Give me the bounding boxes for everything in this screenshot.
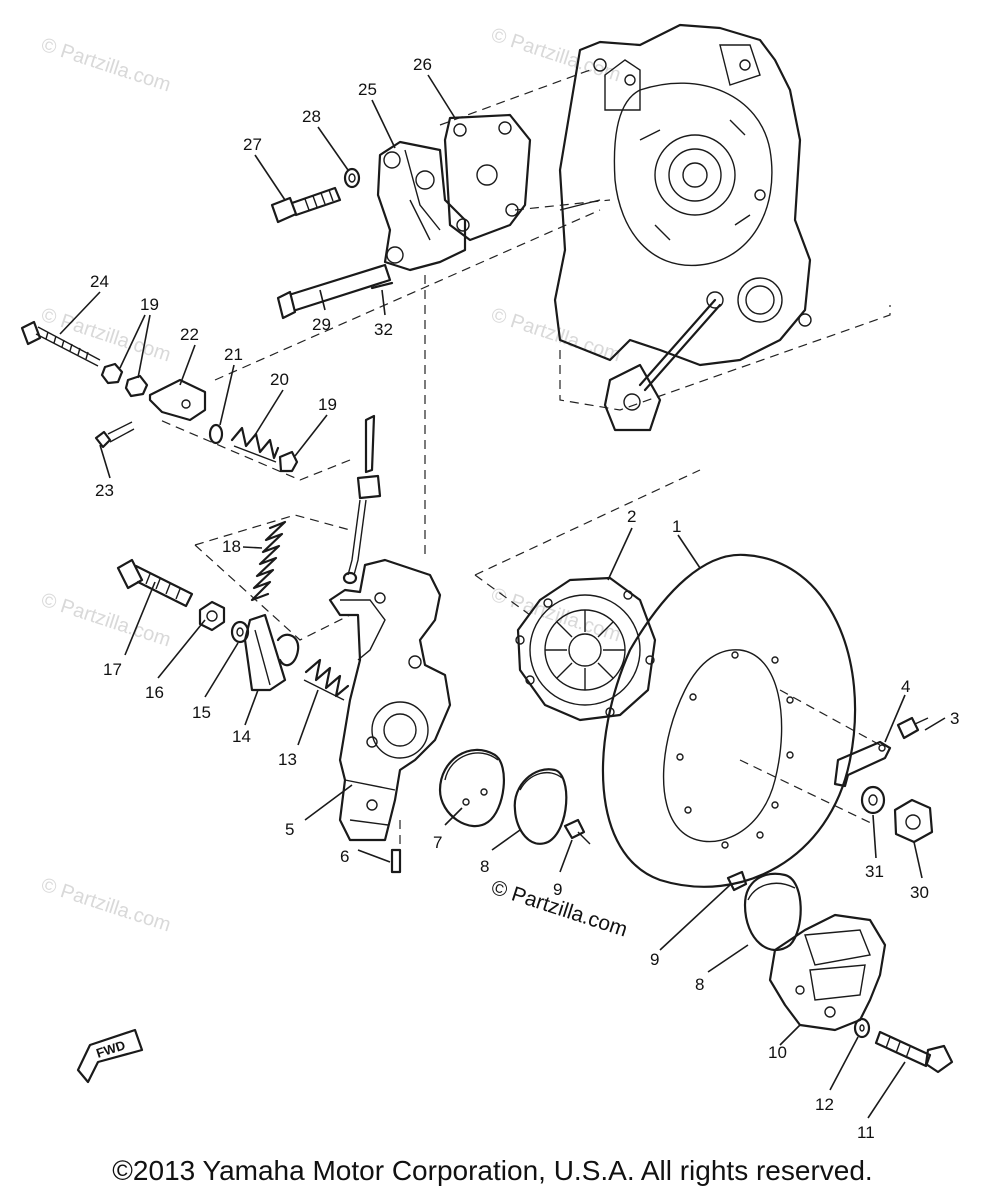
callout-12: 12 xyxy=(815,1095,834,1114)
part-23-screw xyxy=(94,421,135,449)
callout-8: 8 xyxy=(480,857,489,876)
part-11-bolt xyxy=(874,1030,954,1074)
callout-10: 10 xyxy=(768,1043,787,1062)
part-1-brake-disc xyxy=(601,553,857,888)
callout-9: 9 xyxy=(553,880,562,899)
part-9-screw xyxy=(726,870,748,892)
part-5-caliper-body xyxy=(328,558,452,842)
callout-numbers: 1 2 3 4 5 6 7 8 9 9 8 10 11 12 13 14 15 … xyxy=(90,55,959,1142)
part-21-washer xyxy=(208,423,224,445)
callout-4: 4 xyxy=(901,677,910,696)
callout-25: 25 xyxy=(358,80,377,99)
callout-24: 24 xyxy=(90,272,109,291)
callout-27: 27 xyxy=(243,135,262,154)
callout-22: 22 xyxy=(180,325,199,344)
callout-3: 3 xyxy=(950,709,959,728)
callout-15: 15 xyxy=(192,703,211,722)
fwd-arrow-icon: FWD xyxy=(76,1028,144,1084)
part-7-pad-holder xyxy=(438,748,506,828)
part-16-nut xyxy=(198,600,226,632)
part-4-lock-plate xyxy=(833,740,892,788)
part-6-pin xyxy=(390,848,402,874)
callout-7: 7 xyxy=(433,833,442,852)
callout-18: 18 xyxy=(222,537,241,556)
callout-14: 14 xyxy=(232,727,251,746)
copyright-notice: ©2013 Yamaha Motor Corporation, U.S.A. A… xyxy=(112,1155,873,1186)
callout-8: 8 xyxy=(695,975,704,994)
callout-16: 16 xyxy=(145,683,164,702)
callout-32: 32 xyxy=(374,320,393,339)
part-12-washer xyxy=(853,1017,871,1039)
callout-26: 26 xyxy=(413,55,432,74)
part-9-screw xyxy=(563,818,591,845)
callout-23: 23 xyxy=(95,481,114,500)
part-10-caliper-half xyxy=(768,913,887,1032)
callout-13: 13 xyxy=(278,750,297,769)
part-8-brake-pad xyxy=(513,768,568,845)
part-19-nuts xyxy=(100,362,299,473)
part-2-hub xyxy=(515,576,657,722)
watermark: © Partzilla.com xyxy=(38,34,173,97)
part-32-cotter-pin xyxy=(370,281,394,290)
part-25-bracket xyxy=(376,140,467,272)
part-14-lever xyxy=(243,613,300,692)
callout-21: 21 xyxy=(224,345,243,364)
part-31-washer xyxy=(860,785,886,815)
callout-20: 20 xyxy=(270,370,289,389)
callout-19: 19 xyxy=(318,395,337,414)
callout-30: 30 xyxy=(910,883,929,902)
part-29-pin xyxy=(276,263,392,320)
brake-cable-end xyxy=(342,414,382,585)
part-27-bolt xyxy=(270,186,342,224)
leader-lines xyxy=(59,74,946,1119)
part-28-washer xyxy=(343,167,361,189)
part-3-bolt xyxy=(896,716,929,740)
callout-28: 28 xyxy=(302,107,321,126)
callout-1: 1 xyxy=(672,517,681,536)
part-18-spring xyxy=(250,520,287,602)
part-22-bracket xyxy=(148,378,207,422)
part-20-spring xyxy=(230,426,280,463)
part-17-bolt xyxy=(116,558,194,608)
watermark: © Partzilla.com xyxy=(38,589,173,652)
part-13-spring xyxy=(303,658,350,701)
callout-11: 11 xyxy=(857,1123,875,1142)
gear-case-housing xyxy=(553,23,812,432)
callout-2: 2 xyxy=(627,507,636,526)
watermark: © Partzilla.com xyxy=(38,874,173,937)
part-30-nut xyxy=(893,798,934,844)
watermark: © Partzilla.com xyxy=(488,24,623,87)
part-26-plate xyxy=(443,113,532,242)
callout-9: 9 xyxy=(650,950,659,969)
callout-19: 19 xyxy=(140,295,159,314)
callout-31: 31 xyxy=(865,862,884,881)
callout-6: 6 xyxy=(340,847,349,866)
callout-29: 29 xyxy=(312,315,331,334)
watermarks: © Partzilla.com © Partzilla.com © Partzi… xyxy=(38,24,623,937)
part-8-brake-pad xyxy=(743,872,802,952)
callout-5: 5 xyxy=(285,820,294,839)
callout-17: 17 xyxy=(103,660,122,679)
part-24-long-bolt xyxy=(20,320,101,367)
